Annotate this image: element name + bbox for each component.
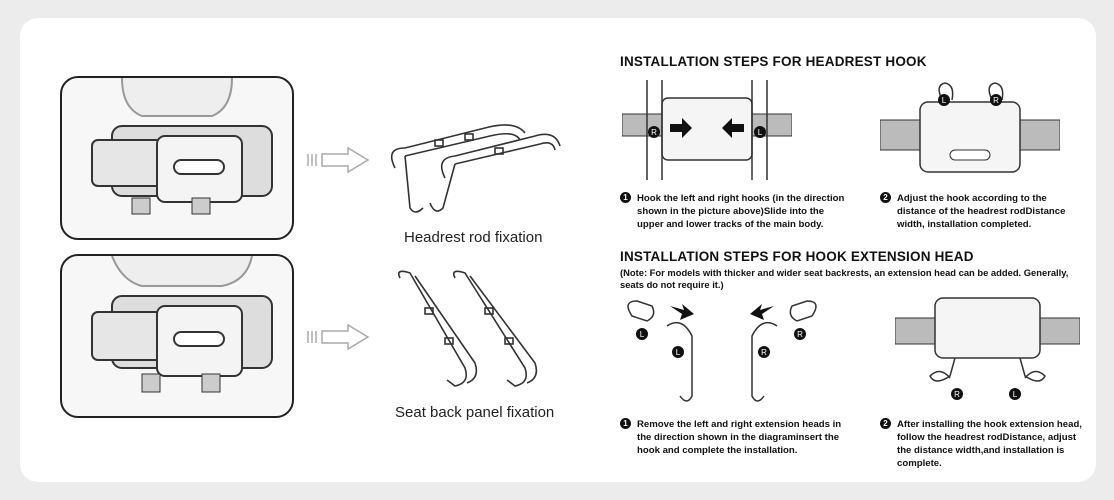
caption-headrest: Headrest rod fixation	[404, 229, 543, 246]
arrow-right-icon	[306, 145, 372, 175]
seatback-hooks-illustration	[385, 268, 565, 396]
label-l: L	[1013, 390, 1018, 399]
label-r: R	[761, 348, 767, 357]
step-number: 1	[620, 192, 631, 203]
extension-installed-illustration: R L	[895, 296, 1080, 408]
label-r: R	[954, 390, 960, 399]
label-l: L	[942, 96, 947, 105]
extension-remove-illustration: L L R R	[622, 296, 822, 408]
section1-step1: 1 Hook the left and right hooks (in the …	[620, 192, 850, 231]
step-number: 2	[880, 192, 891, 203]
step-text: Remove the left and right extension head…	[637, 419, 842, 456]
hook-adjust-illustration: L R	[880, 80, 1060, 180]
caption-seatback: Seat back panel fixation	[395, 404, 555, 421]
section2-title: INSTALLATION STEPS FOR HOOK EXTENSION HE…	[620, 249, 974, 264]
headrest-hooks-illustration	[385, 108, 565, 218]
section1-step2: 2 Adjust the hook according to the dista…	[880, 192, 1080, 231]
seatback-mount-photo	[60, 254, 294, 418]
label-r: R	[993, 96, 999, 105]
step-text: Adjust the hook according to the distanc…	[897, 193, 1066, 230]
label-l: L	[640, 330, 645, 339]
label-r: R	[651, 128, 657, 137]
section2-note: (Note: For models with thicker and wider…	[620, 267, 1069, 290]
step-number: 1	[620, 418, 631, 429]
arrow-right-icon	[306, 322, 372, 352]
section2-step2: 2 After installing the hook extension he…	[880, 418, 1090, 470]
label-l: L	[676, 348, 681, 357]
section1-title: INSTALLATION STEPS FOR HEADREST HOOK	[620, 54, 927, 69]
label-l: L	[758, 128, 763, 137]
hook-slide-illustration: R L	[622, 80, 792, 180]
step-text: After installing the hook extension head…	[897, 419, 1082, 469]
section2-step1: 1 Remove the left and right extension he…	[620, 418, 850, 457]
seatback-mount-illustration	[91, 256, 273, 393]
headrest-mount-photo	[60, 76, 294, 240]
step-text: Hook the left and right hooks (in the di…	[637, 193, 845, 230]
headrest-mount-illustration	[91, 78, 273, 215]
label-r: R	[797, 330, 803, 339]
step-number: 2	[880, 418, 891, 429]
